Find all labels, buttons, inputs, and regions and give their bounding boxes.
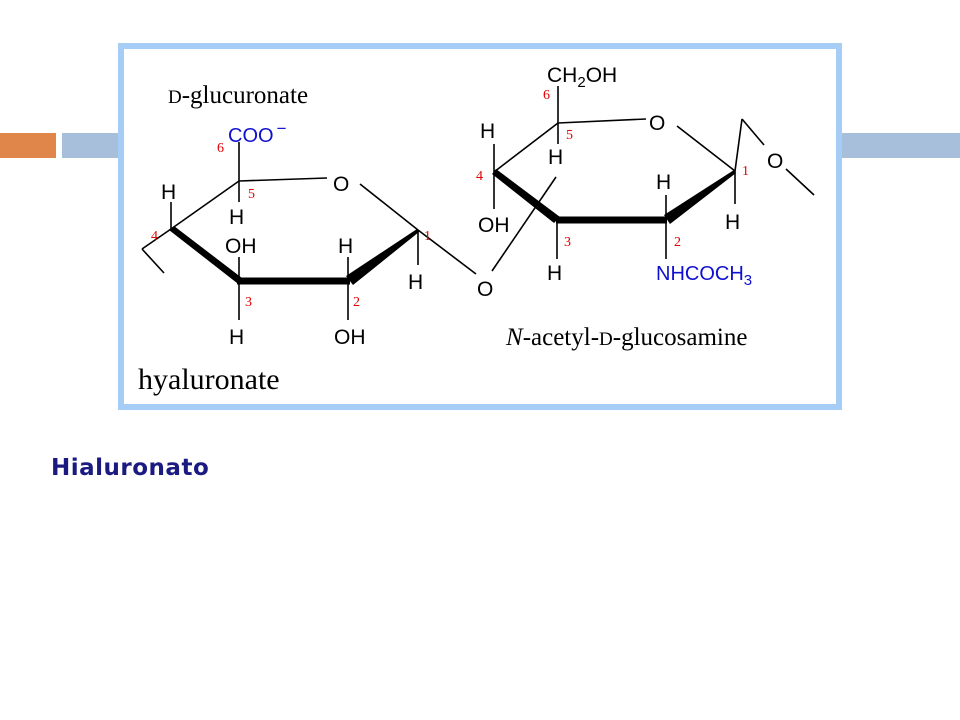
bond-o-tail-b	[785, 168, 815, 196]
bond-c5-o-b	[557, 118, 647, 124]
position-5-ring2: 5	[566, 128, 573, 143]
bond-o-c1-b	[676, 125, 736, 172]
oh-c3-ring1: OH	[225, 235, 257, 258]
accent-bar-orange	[0, 133, 56, 158]
glucuronate-label: D-glucuronate	[168, 82, 308, 109]
ring-oxygen-2: O	[649, 112, 665, 135]
oh-c4-ring2: OH	[478, 214, 510, 237]
position-1-ring1: 1	[424, 229, 431, 244]
accent-bar-blue-left	[62, 133, 120, 158]
glucosamine-ring	[491, 86, 815, 272]
accent-bar-blue-right	[842, 133, 960, 158]
bond-c2-c1-b	[664, 170, 736, 224]
bond-c4-tail	[141, 228, 172, 250]
bond-c5-o	[238, 177, 328, 182]
h-c5-ring1: H	[229, 206, 244, 229]
h-c1-ring2: H	[725, 211, 740, 234]
slide-caption: Hialuronato	[51, 455, 210, 481]
position-3-ring1: 3	[245, 295, 252, 310]
polymer-name: hyaluronate	[138, 363, 280, 396]
hydroxymethyl-group: CH2OH	[547, 64, 617, 91]
position-4-ring2: 4	[476, 169, 483, 184]
position-3-ring2: 3	[564, 235, 571, 250]
acetamido-group: NHCOCH3	[656, 263, 752, 289]
bond-linkage-c4	[491, 176, 557, 272]
position-6-ring2: 6	[543, 88, 550, 103]
position-5-ring1: 5	[248, 187, 255, 202]
h-c4-ring1: H	[161, 181, 176, 204]
h-c2-ring2: H	[656, 171, 671, 194]
glycosidic-oxygen-2: O	[767, 150, 783, 173]
hyaluronate-structure-diagram: D-glucuronate COO− 6 5 4 3 2 1 O H H OH …	[118, 43, 842, 410]
h-c4-ring2: H	[480, 120, 495, 143]
bond-o-c1	[359, 183, 419, 231]
position-6-ring1: 6	[217, 141, 224, 156]
bond-c4-c3-b	[492, 169, 560, 223]
bond-c4-c5	[170, 180, 240, 230]
bond-c1-o-b	[741, 118, 765, 146]
bond-c2-c1	[346, 229, 419, 285]
h-c3-ring2: H	[547, 262, 562, 285]
position-4-ring1: 4	[151, 229, 158, 244]
bond-c4-c5-b	[493, 122, 559, 173]
bond-c1-up-b	[734, 118, 743, 172]
position-2-ring2: 2	[674, 235, 681, 250]
glucosamine-label: N-acetyl-D-glucosamine	[505, 324, 747, 351]
ring-oxygen-1: O	[333, 173, 349, 196]
h-c1-ring1: H	[408, 271, 423, 294]
h-c5-ring2: H	[548, 146, 563, 169]
structure-svg: D-glucuronate COO− 6 5 4 3 2 1 O H H OH …	[138, 64, 815, 396]
bond-c4-c3	[169, 226, 242, 283]
h-c3-ring1: H	[229, 326, 244, 349]
bond-c1-linkage	[417, 229, 477, 275]
glucuronate-ring	[141, 142, 477, 320]
oh-c2-ring1: OH	[334, 326, 366, 349]
position-1-ring2: 1	[742, 164, 749, 179]
glycosidic-oxygen: O	[477, 278, 493, 301]
bond-c4-tail-end	[141, 248, 165, 274]
h-c2-ring1: H	[338, 235, 353, 258]
carboxylate-group: COO−	[228, 119, 287, 147]
position-2-ring1: 2	[353, 295, 360, 310]
